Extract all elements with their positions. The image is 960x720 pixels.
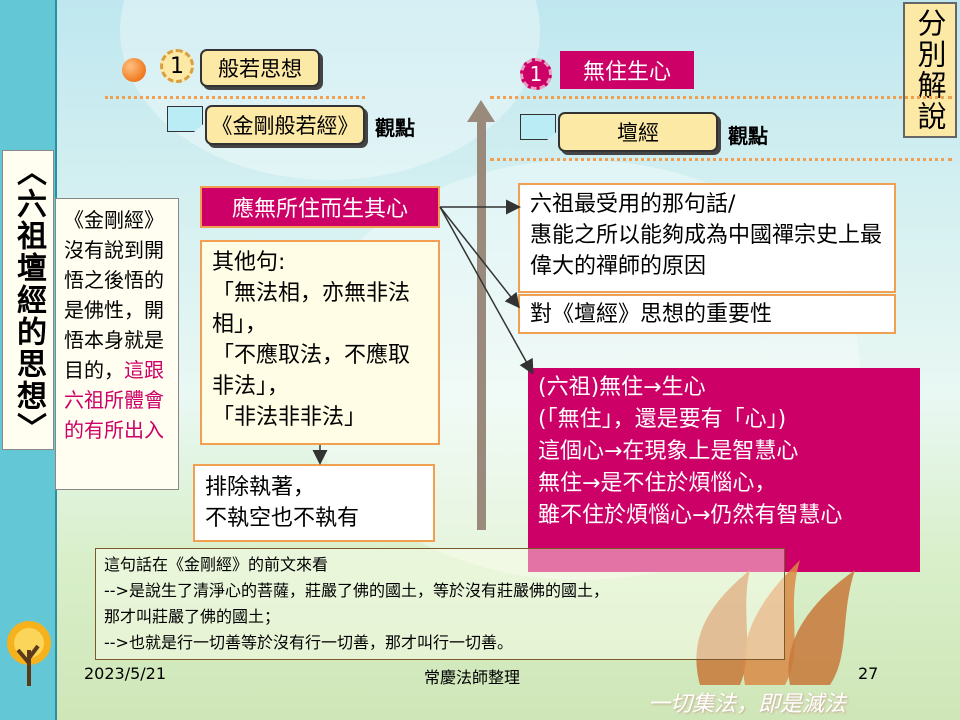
right-box-reason: 六祖最受用的那句話/ 惠能之所以能夠成為中國禪宗史上最偉大的禪師的原因 bbox=[518, 183, 896, 293]
right-box-importance: 對《壇經》思想的重要性 bbox=[518, 294, 896, 334]
key-phrase: 應無所住而生其心 bbox=[200, 186, 440, 228]
side-title: 〈六祖壇經的思想〉 bbox=[2, 150, 54, 450]
number-badge: 1 bbox=[160, 49, 194, 83]
right-view-label: 觀點 bbox=[728, 124, 768, 148]
up-arrow-icon bbox=[467, 100, 495, 122]
footer-author: 常慶法師整理 bbox=[424, 668, 521, 687]
note-icon bbox=[167, 106, 203, 132]
bullet-ball-icon bbox=[122, 58, 146, 82]
divider bbox=[490, 158, 952, 161]
left-view-label: 觀點 bbox=[375, 116, 415, 140]
left-note-text: 《金剛經》沒有說到開悟之後悟的是佛性，開悟本身就是目的， bbox=[64, 208, 164, 382]
left-subheading: 《金剛般若經》 bbox=[205, 105, 365, 145]
footer-page-number: 27 bbox=[858, 664, 879, 683]
right-subheading: 壇經 bbox=[558, 112, 718, 152]
left-note: 《金剛經》沒有說到開悟之後悟的是佛性，開悟本身就是目的，這跟六祖所體會的有所出入 bbox=[55, 198, 179, 490]
remove-attachment: 排除執著， 不執空也不執有 bbox=[193, 464, 435, 542]
flame-decoration-icon bbox=[696, 560, 855, 685]
tree-icon bbox=[7, 621, 51, 686]
magenta-box: (六祖)無住→生心 (「無住」，還是要有「心」) 這個心→在現象上是智慧心 無住… bbox=[528, 368, 920, 572]
left-note-highlight: 這跟六祖所體會的有所出入 bbox=[64, 358, 164, 442]
number-badge: 1 bbox=[520, 58, 552, 90]
left-heading: 般若思想 bbox=[200, 49, 320, 87]
note-icon bbox=[520, 114, 556, 140]
divider bbox=[105, 96, 365, 99]
section-tag: 分別解說 bbox=[903, 2, 957, 138]
right-heading: 無住生心 bbox=[560, 51, 694, 89]
other-sentences: 其他句: 「無法相，亦無非法相」， 「不應取法，不應取非法」， 「非法非非法」 bbox=[200, 240, 440, 445]
bottom-note: 這句話在《金剛經》的前文來看 -->是說生了清淨心的菩薩，莊嚴了佛的國土，等於沒… bbox=[95, 548, 785, 660]
calligraphy-watermark: 一切集法，即是滅法 bbox=[648, 692, 847, 717]
divider bbox=[490, 96, 952, 99]
footer-date: 2023/5/21 bbox=[84, 664, 167, 683]
up-arrow-shaft bbox=[477, 118, 486, 530]
